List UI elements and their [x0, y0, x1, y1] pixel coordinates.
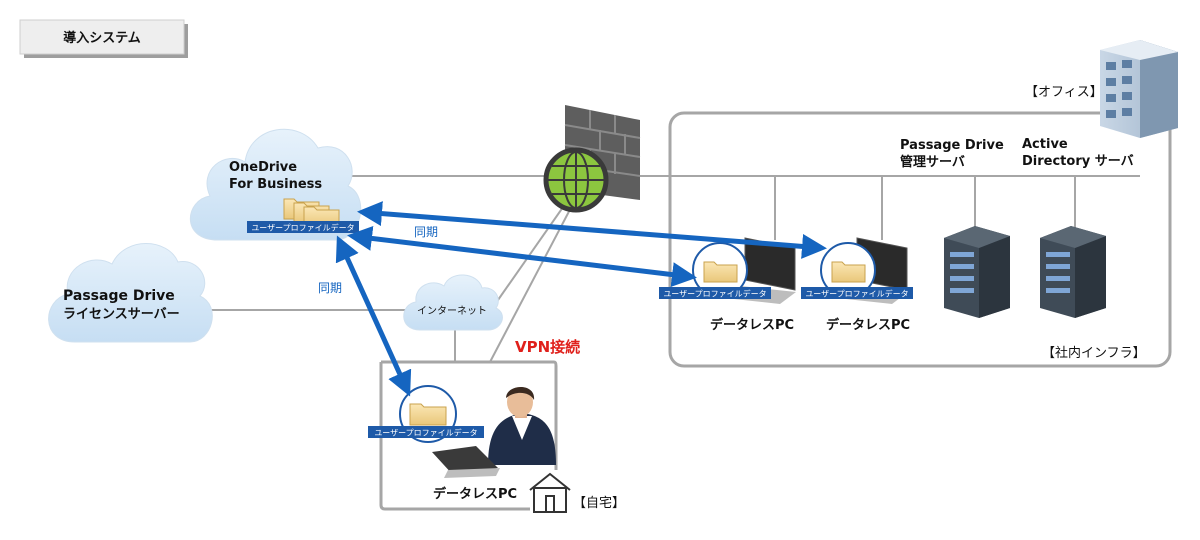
infra-label: 【社内インフラ】	[1042, 345, 1146, 361]
onedrive-cloud: OneDrive For Business ユーザープロファイルデータ	[189, 128, 362, 241]
office-pc-2: ユーザープロファイルデータ データレスPC	[801, 237, 913, 333]
onedrive-line1: OneDrive	[229, 160, 297, 175]
home-label: 【自宅】	[573, 496, 625, 511]
onedrive-line2: For Business	[229, 177, 322, 192]
profile-tag-cloud-text: ユーザープロファイルデータ	[251, 223, 354, 233]
profile-tag-home-text: ユーザープロファイルデータ	[374, 428, 477, 438]
profile-tag-cloud	[247, 221, 359, 233]
home-pc: ユーザープロファイルデータ データレスPC	[368, 385, 556, 502]
mgmt-server-line2: 管理サーバ	[900, 154, 965, 170]
sync-label-home: 同期	[318, 281, 342, 295]
title-badge: 導入システム	[19, 19, 188, 58]
profile-tag-pc1-text: ユーザープロファイルデータ	[663, 289, 766, 299]
folder-icon	[703, 261, 738, 283]
ad-server-line2: Directory サーバ	[1022, 154, 1134, 169]
home-frame	[379, 360, 558, 511]
folder-icon	[831, 261, 866, 283]
firewall-icon	[543, 105, 641, 213]
sync-arrow-home	[335, 235, 412, 397]
office-pc-1: ユーザープロファイルデータ データレスPC	[659, 237, 796, 333]
title-text: 導入システム	[63, 30, 141, 46]
server-icon	[1040, 226, 1106, 318]
internet-label: インターネット	[417, 305, 487, 317]
pc1-label: データレスPC	[710, 317, 794, 333]
profile-tag-pc2-text: ユーザープロファイルデータ	[805, 289, 908, 299]
vpn-label: VPN接続	[515, 338, 580, 356]
office-label: 【オフィス】	[1025, 85, 1103, 100]
sync-arrows	[335, 201, 827, 397]
office-building-icon	[1100, 40, 1178, 138]
pc2-label: データレスPC	[826, 317, 910, 333]
sync-label-office: 同期	[414, 225, 438, 239]
license-line2: ライセンスサーバー	[63, 307, 180, 322]
sync-arrow-pc1	[347, 225, 697, 288]
profile-tag-pc2	[801, 287, 913, 299]
license-cloud: Passage Drive ライセンスサーバー	[48, 243, 213, 343]
ad-server-line1: Active	[1022, 137, 1068, 152]
mgmt-server-line1: Passage Drive	[900, 138, 1004, 153]
profile-tag-home	[368, 426, 484, 438]
house-icon	[529, 472, 571, 513]
server-icon	[944, 226, 1010, 318]
home-pc-label: データレスPC	[433, 486, 517, 502]
license-line1: Passage Drive	[63, 288, 175, 304]
internet-cloud: インターネット	[403, 274, 503, 331]
folder-icon	[409, 403, 447, 426]
person-icon	[488, 387, 556, 465]
profile-tag-pc1	[659, 287, 771, 299]
